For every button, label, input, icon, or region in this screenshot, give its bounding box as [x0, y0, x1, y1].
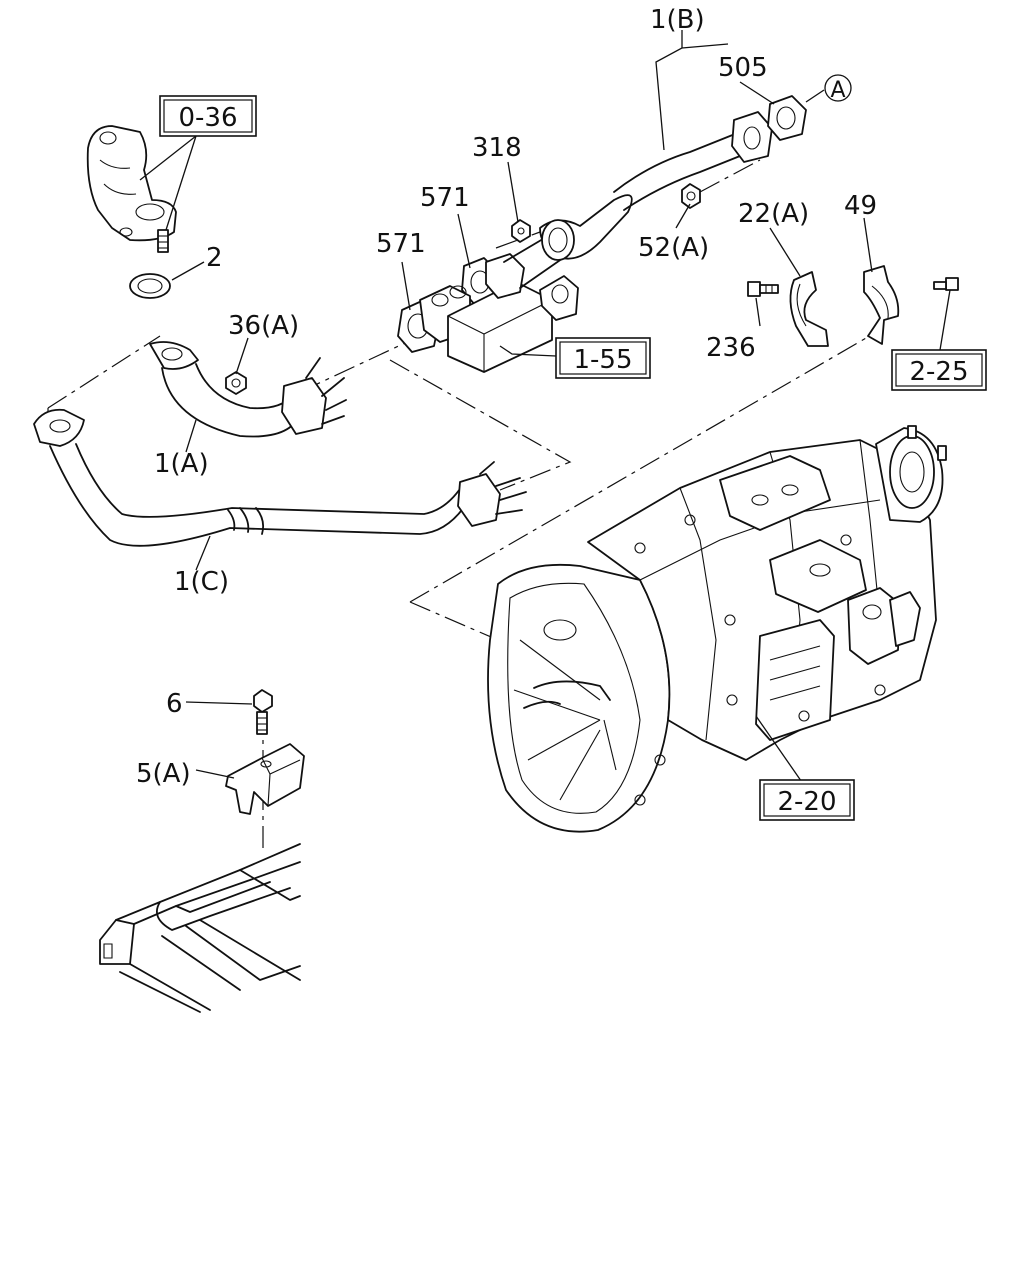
ref-box-0-36: 0-36: [159, 95, 257, 137]
callout-49: 49: [844, 191, 877, 221]
ref-box-label: 2-20: [777, 787, 836, 817]
nut-part: [225, 371, 247, 395]
transmission-part: [487, 425, 947, 833]
clamp-part: [863, 265, 900, 345]
reference-circle-a: [824, 74, 852, 102]
bracket-part: [225, 743, 305, 815]
ref-box-1-55: 1-55: [555, 337, 651, 379]
callout-1c: 1(C): [174, 567, 229, 597]
callout-236: 236: [706, 333, 756, 363]
callout-318: 318: [472, 133, 522, 163]
gasket-part: [767, 95, 807, 141]
exhaust-brake-part: [419, 275, 579, 373]
callout-505: 505: [718, 53, 768, 83]
ref-box-2-20: 2-20: [759, 779, 855, 821]
front-pipe-1c-part: [33, 408, 527, 547]
ref-box-label: 0-36: [178, 103, 237, 133]
clamp-part: [789, 271, 829, 347]
exhaust-pipe-1b-part: [485, 111, 773, 299]
callout-2: 2: [206, 243, 223, 273]
callout-1b: 1(B): [650, 5, 705, 35]
exhaust-manifold-part: [86, 125, 177, 253]
callout-22a: 22(A): [738, 199, 809, 229]
callout-6: 6: [166, 689, 183, 719]
nut-part: [511, 219, 531, 243]
callout-a-circle: A: [830, 78, 845, 103]
gasket-part: [129, 273, 171, 299]
ref-box-2-25: 2-25: [891, 349, 987, 391]
chassis-frame-part: [99, 843, 301, 1013]
ref-box-label: 2-25: [909, 357, 968, 387]
callout-36a: 36(A): [228, 311, 299, 341]
nut-part: [681, 183, 701, 209]
leader-lines: [139, 30, 951, 789]
bolt-part: [933, 277, 959, 291]
callout-571-upper: 571: [420, 183, 470, 213]
bolt-part: [253, 689, 273, 735]
callout-52a: 52(A): [638, 233, 709, 263]
callout-labels: 1(B) 505 A 318 571 571 52(A) 22(A) 49 23…: [136, 5, 877, 789]
callout-5a: 5(A): [136, 759, 191, 789]
bolt-part: [747, 281, 779, 297]
front-pipe-1a-part: [149, 341, 347, 438]
callout-1a: 1(A): [154, 449, 209, 479]
callout-571-lower: 571: [376, 229, 426, 259]
ref-box-label: 1-55: [573, 345, 632, 375]
